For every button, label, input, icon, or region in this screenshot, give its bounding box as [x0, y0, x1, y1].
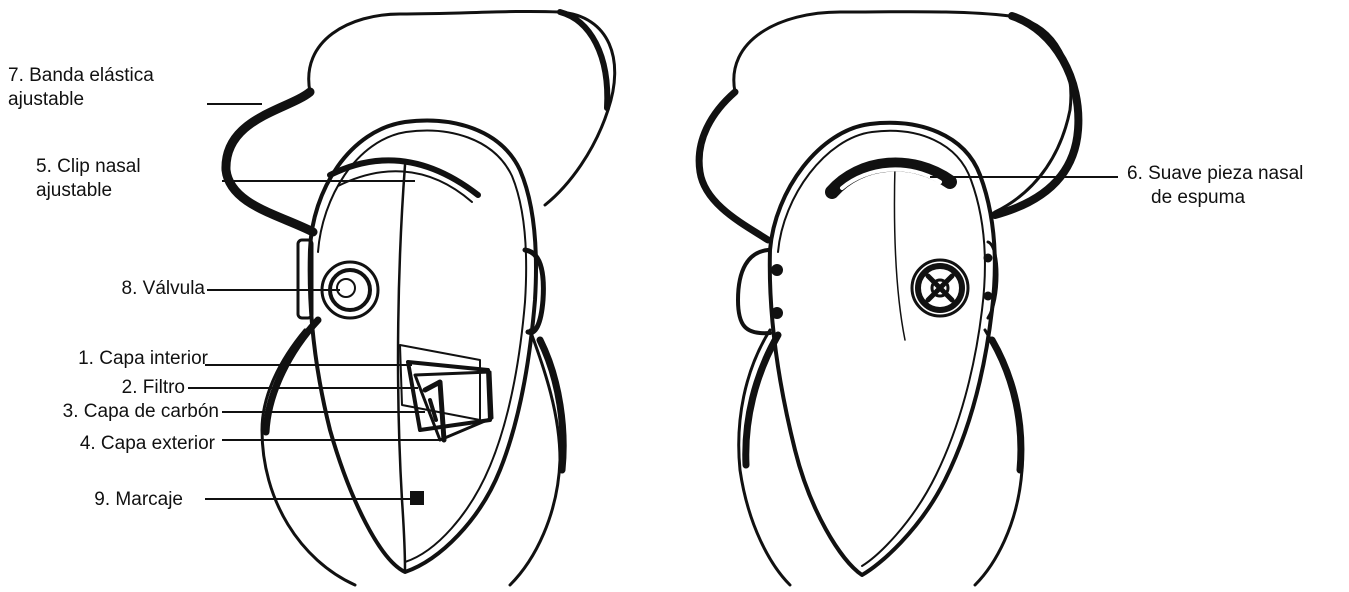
label-inner-layer: 1. Capa interior — [78, 347, 208, 371]
back-mask-body — [770, 123, 995, 575]
front-marking-square — [410, 491, 424, 505]
label-filter: 2. Filtro — [122, 376, 185, 400]
front-lower-strap — [262, 330, 355, 585]
front-upper-strap — [309, 11, 615, 205]
label-outer-layer: 4. Capa exterior — [80, 432, 215, 456]
label-nose-clip-line1: 5. Clip nasal — [36, 155, 141, 179]
label-nose-clip-line2: ajustable — [36, 179, 141, 203]
front-layer-cutaway — [400, 345, 492, 440]
label-marking: 9. Marcaje — [94, 488, 183, 512]
label-foam-nose-line1: 6. Suave pieza nasal — [1127, 162, 1303, 186]
label-band-line2: ajustable — [8, 88, 154, 112]
label-foam-nose: 6. Suave pieza nasal de espuma — [1127, 162, 1303, 210]
label-band: 7. Banda elástica ajustable — [8, 64, 154, 112]
back-view-mask — [699, 12, 1078, 585]
label-nose-clip: 5. Clip nasal ajustable — [36, 155, 141, 203]
label-foam-nose-line2: de espuma — [1127, 186, 1303, 210]
back-upper-strap — [734, 12, 1071, 212]
label-carbon-layer: 3. Capa de carbón — [63, 400, 219, 424]
label-band-line1: 7. Banda elástica — [8, 64, 154, 88]
label-valve: 8. Válvula — [122, 277, 205, 301]
back-foam-nose-piece — [832, 165, 950, 192]
back-valve — [912, 260, 968, 316]
back-left-tab — [738, 250, 770, 333]
